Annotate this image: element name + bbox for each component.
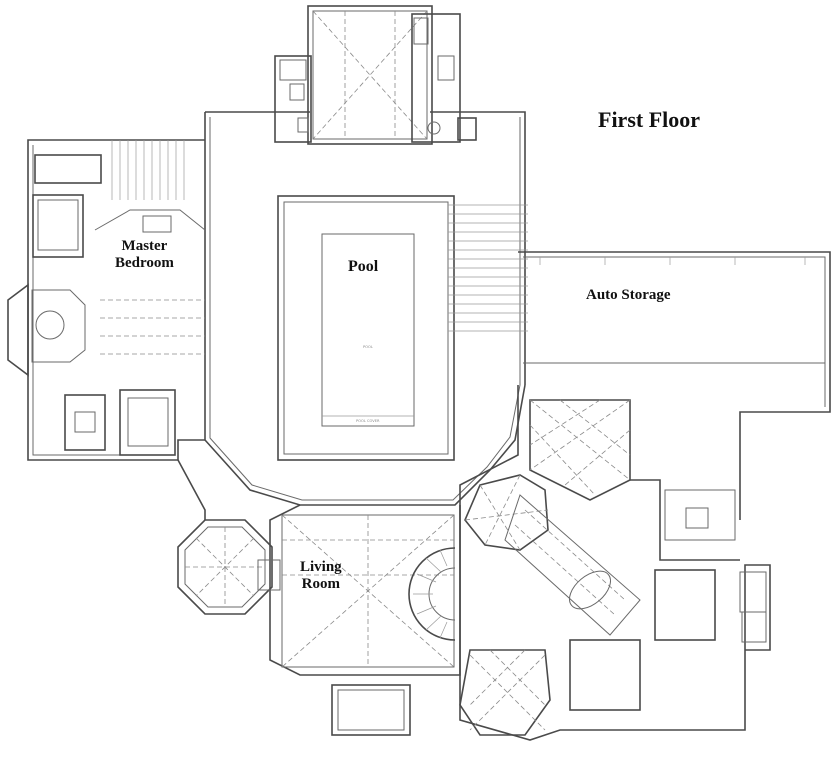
auto-storage [518, 251, 831, 520]
pool-court: POOL COVER POOL [204, 111, 528, 506]
room-label-pool: Pool [348, 258, 379, 275]
master-suite [7, 139, 206, 461]
svg-text:POOL: POOL [363, 345, 373, 349]
spiral-stair [408, 547, 456, 641]
room-label-living-room: Living Room [300, 559, 342, 592]
octagon-room [177, 459, 281, 615]
room-label-master-bedroom: Master Bedroom [115, 238, 174, 271]
exterior-steps-left [111, 140, 185, 200]
svg-text:POOL COVER: POOL COVER [356, 419, 380, 423]
pergola-right [448, 204, 528, 332]
floor-title: First Floor [598, 107, 701, 132]
right-wing [459, 385, 771, 741]
top-pavilion [274, 5, 477, 145]
living-room-block [269, 504, 461, 736]
room-label-auto-storage: Auto Storage [586, 287, 671, 303]
